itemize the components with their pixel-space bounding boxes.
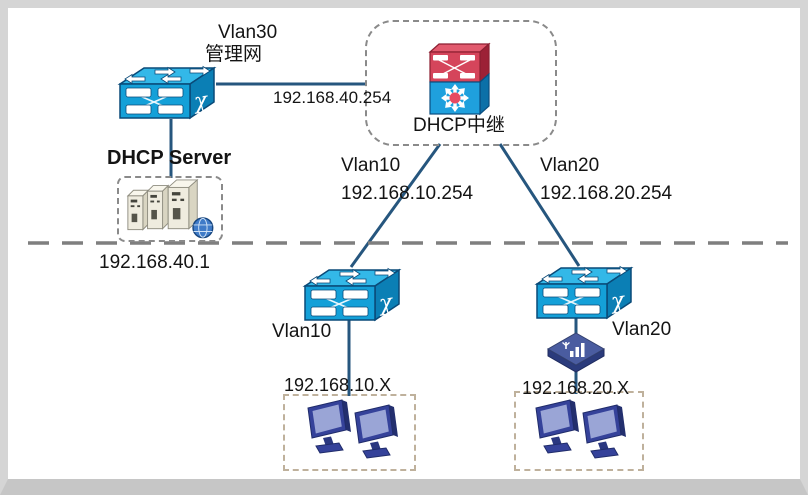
management-switch-icon: χ bbox=[117, 65, 217, 120]
dhcp-server-stack-icon bbox=[126, 179, 214, 239]
vlan10-access-label: Vlan10 bbox=[272, 321, 332, 342]
dhcp-relay-zone-box bbox=[365, 20, 557, 146]
vlan10-subnet-label: 192.168.10.X bbox=[284, 375, 392, 395]
vlan10-gateway-ip-label: 192.168.10.254 bbox=[341, 183, 474, 204]
svg-text:χ: χ bbox=[375, 290, 396, 318]
vlan20-switch-icon: χ bbox=[534, 265, 634, 320]
vlan20-gateway-ip-label: 192.168.20.254 bbox=[540, 183, 673, 204]
dhcp-relay-router-icon bbox=[428, 42, 491, 116]
vlan20-pc-group-icon bbox=[535, 399, 626, 459]
vlan10-switch-icon: χ bbox=[302, 267, 402, 322]
mgmt-net-label: 管理网 bbox=[205, 44, 263, 65]
wireless-ap-icon bbox=[547, 332, 605, 373]
dhcp-server-ip-label: 192.168.40.1 bbox=[99, 252, 210, 273]
vlan20-subnet-label: 192.168.20.X bbox=[522, 378, 630, 398]
dhcp-relay-label: DHCP中继 bbox=[413, 115, 505, 136]
vlan10-gateway-name-label: Vlan10 bbox=[341, 155, 401, 176]
svg-text:χ: χ bbox=[190, 88, 211, 116]
vlan30-label: Vlan30 bbox=[218, 22, 278, 43]
vlan10-pc-group-icon bbox=[307, 399, 398, 459]
vlan20-pc-zone-box bbox=[514, 391, 644, 471]
vlan10-pc-zone-box bbox=[283, 394, 416, 471]
vlan20-access-label: Vlan20 bbox=[612, 319, 672, 340]
dhcp-server-label: DHCP Server bbox=[107, 147, 232, 169]
dhcp-server-zone-box bbox=[117, 176, 223, 242]
mgmt-gateway-ip-label: 192.168.40.254 bbox=[273, 88, 392, 107]
svg-text:χ: χ bbox=[607, 288, 628, 316]
vlan20-gateway-name-label: Vlan20 bbox=[540, 155, 600, 176]
